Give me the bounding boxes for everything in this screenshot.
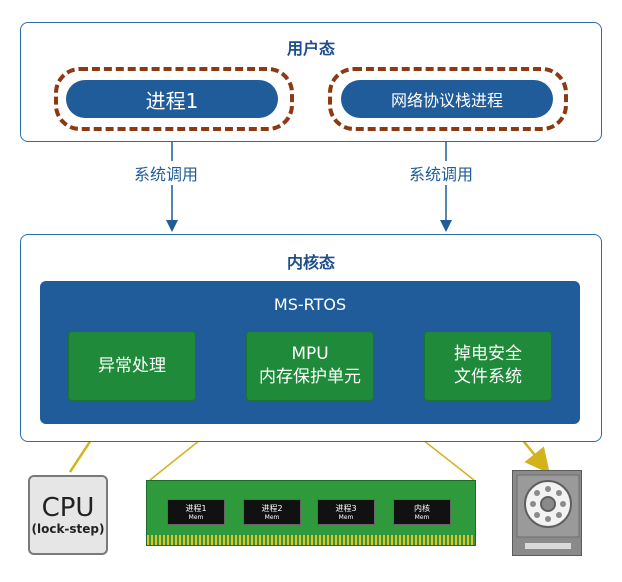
powerfail-safe-fs-box: 掉电安全 文件系统: [424, 331, 552, 401]
cpu-label: CPU: [41, 493, 95, 523]
ram-chip-sub: Mem: [414, 513, 430, 521]
disk-platter-icon: [516, 474, 580, 549]
ram-chip-sub: Mem: [188, 513, 204, 521]
kernel-space-title: 内核态: [286, 253, 335, 272]
powerfail-safe-label: 掉电安全: [454, 344, 522, 364]
mpu-sublabel: 内存保护单元: [259, 367, 361, 387]
ram-chip-sub: Mem: [264, 513, 280, 521]
network-process-label: 网络协议栈进程: [390, 91, 503, 110]
ram-gold-pins: [147, 535, 475, 545]
ram-chip-kernel: 内核 Mem: [393, 499, 451, 525]
cpu-chip: CPU (lock-step): [28, 475, 108, 555]
ram-chip-process1: 进程1 Mem: [167, 499, 225, 525]
exception-handling-label: 异常处理: [98, 355, 166, 376]
ram-chip-process3: 进程3 Mem: [317, 499, 375, 525]
ms-rtos-title: MS-RTOS: [273, 295, 347, 314]
ram-chip-process2: 进程2 Mem: [243, 499, 301, 525]
process1-dashed-outline: [54, 67, 294, 131]
process1-pill: 进程1: [66, 80, 278, 118]
user-space-title: 用户态: [286, 39, 335, 58]
network-process-dashed-outline: [328, 67, 568, 131]
ram-chip-name: 进程3: [335, 503, 357, 513]
mpu-box: MPU 内存保护单元: [246, 331, 374, 401]
filesystem-label: 文件系统: [454, 367, 522, 387]
ram-chip-name: 进程1: [185, 503, 207, 513]
ram-module: 进程1 Mem 进程2 Mem 进程3 Mem 内核 Mem: [146, 480, 476, 546]
process1-label: 进程1: [145, 88, 199, 113]
network-process-pill: 网络协议栈进程: [341, 80, 553, 118]
exception-handling-box: 异常处理: [68, 331, 196, 401]
ram-chip-name: 内核: [414, 503, 430, 513]
ram-chip-sub: Mem: [338, 513, 354, 521]
syscall-label-right: 系统调用: [409, 161, 474, 185]
syscall-label-left: 系统调用: [134, 161, 199, 185]
storage-disk: [512, 470, 582, 556]
cpu-sublabel: (lock-step): [31, 522, 105, 536]
mpu-label: MPU: [291, 344, 329, 364]
ram-chip-name: 进程2: [261, 503, 283, 513]
